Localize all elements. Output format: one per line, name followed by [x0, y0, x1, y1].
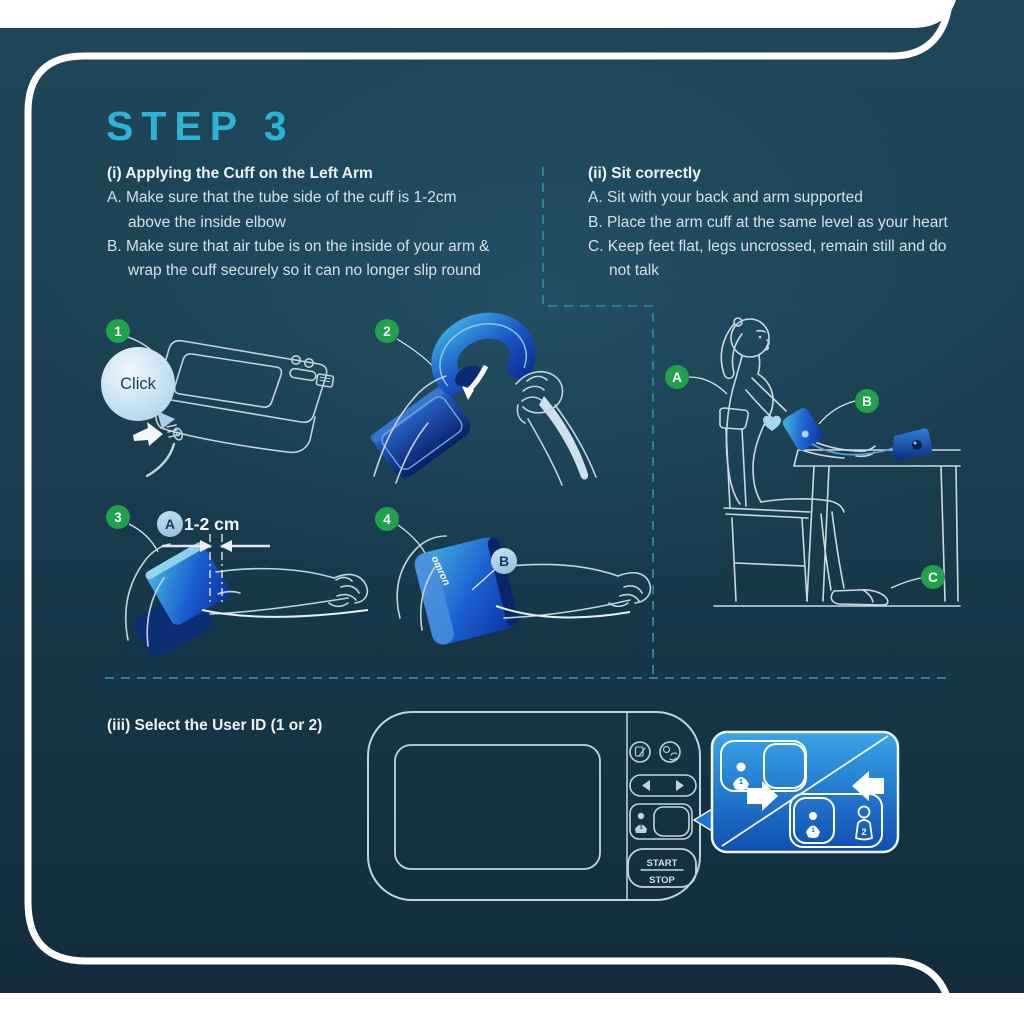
sit-line-a: A. Sit with your back and arm supported: [588, 189, 863, 207]
monitor-arrow-keys: [289, 367, 317, 382]
person-outline: [720, 317, 889, 606]
section-sit-correctly: (ii) Sit correctly A. Sit with your back…: [588, 162, 968, 283]
step-badge-4: 4: [375, 507, 399, 531]
illustration-sitting-posture: [713, 317, 961, 607]
section-sit-heading: (ii) Sit correctly: [588, 165, 701, 182]
ref-badge-b: B: [491, 548, 517, 574]
monitor-top-face: [156, 339, 328, 424]
left-arrow-icon: [642, 780, 650, 791]
user-switch: [629, 803, 693, 840]
apply-line-a2: above the inside elbow: [128, 213, 286, 231]
click-bubble: Click: [101, 347, 175, 421]
bottom-white-band: [0, 993, 1024, 1024]
air-plug: [166, 424, 184, 441]
callout-diagonal: [721, 735, 889, 847]
monitor-on-table: [892, 428, 933, 461]
slide-left-arrow-icon: [852, 771, 884, 801]
sit-line-c2: not talk: [609, 262, 659, 280]
illustration-connect-tube: [133, 339, 335, 478]
cuff-band: [145, 542, 230, 625]
illustration-monitor-front: 1 START STOP: [367, 711, 701, 901]
user2-number: 2: [861, 827, 866, 837]
monitor-button: [291, 354, 302, 365]
swoosh-line: [24, 0, 955, 1018]
arm-outline: [396, 535, 652, 631]
ref-badge-a: A: [157, 511, 183, 537]
monitor-switch: [315, 373, 335, 388]
start-stop-button: [627, 848, 697, 888]
open-cuff-edge: [439, 322, 528, 387]
posture-badge-b: B: [855, 389, 879, 413]
memory-button: [629, 741, 651, 763]
sit-line-b: B. Place the arm cuff at the same level …: [588, 213, 948, 231]
user-switch-callout: 1 1 2: [692, 730, 900, 854]
air-tube: [495, 605, 631, 619]
page-title: STEP 3: [106, 103, 295, 149]
posture-badge-c: C: [921, 565, 945, 589]
insert-arrow-icon: [133, 422, 163, 446]
stop-label: STOP: [649, 875, 675, 886]
section-apply-cuff: (i) Applying the Cuff on the Left Arm A.…: [107, 162, 557, 283]
cuff-on-arm: [370, 385, 471, 478]
knob-user-icon: 1: [806, 812, 820, 838]
heart-icon: [763, 415, 781, 431]
arm-hand-outline: [373, 371, 597, 486]
monitor-screen: [394, 744, 601, 870]
top-white-band: [0, 0, 956, 28]
illustration-cuff-position: [124, 534, 369, 658]
slide-right-arrow-icon: [747, 781, 778, 811]
monitor-screen: [173, 353, 283, 408]
monitor-button: [304, 357, 315, 368]
user1-number: 1: [739, 777, 743, 786]
knob-user-number: 1: [811, 827, 815, 834]
posture-badge-a: A: [665, 365, 689, 389]
dim-arrow-right: [200, 540, 212, 552]
apply-line-a1: A. Make sure that the tube side of the c…: [107, 189, 457, 207]
switch-knob-right: [763, 743, 806, 789]
person-eye: [758, 335, 762, 339]
step-badge-3: 3: [106, 505, 130, 529]
illustration-tube-inside: omron: [396, 535, 652, 645]
arrow-keys-button: [629, 774, 697, 797]
monitor-body: [154, 390, 316, 454]
air-tube: [145, 442, 176, 478]
sync-button: [659, 741, 681, 763]
open-cuff: [431, 312, 536, 395]
wrap-arrow-head: [462, 386, 474, 400]
user-icon: 1: [635, 812, 647, 833]
section-user-id: (iii) Select the User ID (1 or 2): [107, 714, 322, 738]
switch-knob-left: [793, 797, 835, 844]
step-badge-1: 1: [106, 319, 130, 343]
measurement-label: 1-2 cm: [184, 514, 240, 534]
step-badge-2: 2: [375, 319, 399, 343]
start-label: START: [647, 858, 678, 869]
switch-housing-user2: [789, 793, 883, 848]
user1-icon: 1: [733, 762, 749, 790]
memory-button-icon: [634, 746, 646, 757]
dim-arrow-left: [220, 540, 232, 552]
arm-cuff: [782, 408, 823, 451]
apply-line-b1: B. Make sure that air tube is on the ins…: [107, 237, 490, 255]
right-arrow-icon: [676, 780, 684, 791]
bubble-tail: [157, 411, 175, 429]
sync-button-icon: [662, 745, 678, 761]
illustration-wrap-cuff: [370, 312, 597, 486]
user-switch-knob: [653, 806, 690, 837]
apply-line-b2: wrap the cuff securely so it can no long…: [128, 262, 481, 280]
user-icon-number: 1: [639, 824, 643, 831]
arm-outline: [124, 543, 369, 647]
monitor-body: [367, 711, 701, 901]
section-user-heading: (iii) Select the User ID (1 or 2): [107, 717, 323, 734]
air-tube: [201, 609, 369, 618]
sit-line-c1: C. Keep feet flat, legs uncrossed, remai…: [588, 237, 947, 255]
section-apply-heading: (i) Applying the Cuff on the Left Arm: [107, 165, 373, 182]
dashed-separators: [105, 167, 953, 679]
cuff-strap: [539, 396, 589, 480]
user2-icon: [855, 805, 873, 841]
